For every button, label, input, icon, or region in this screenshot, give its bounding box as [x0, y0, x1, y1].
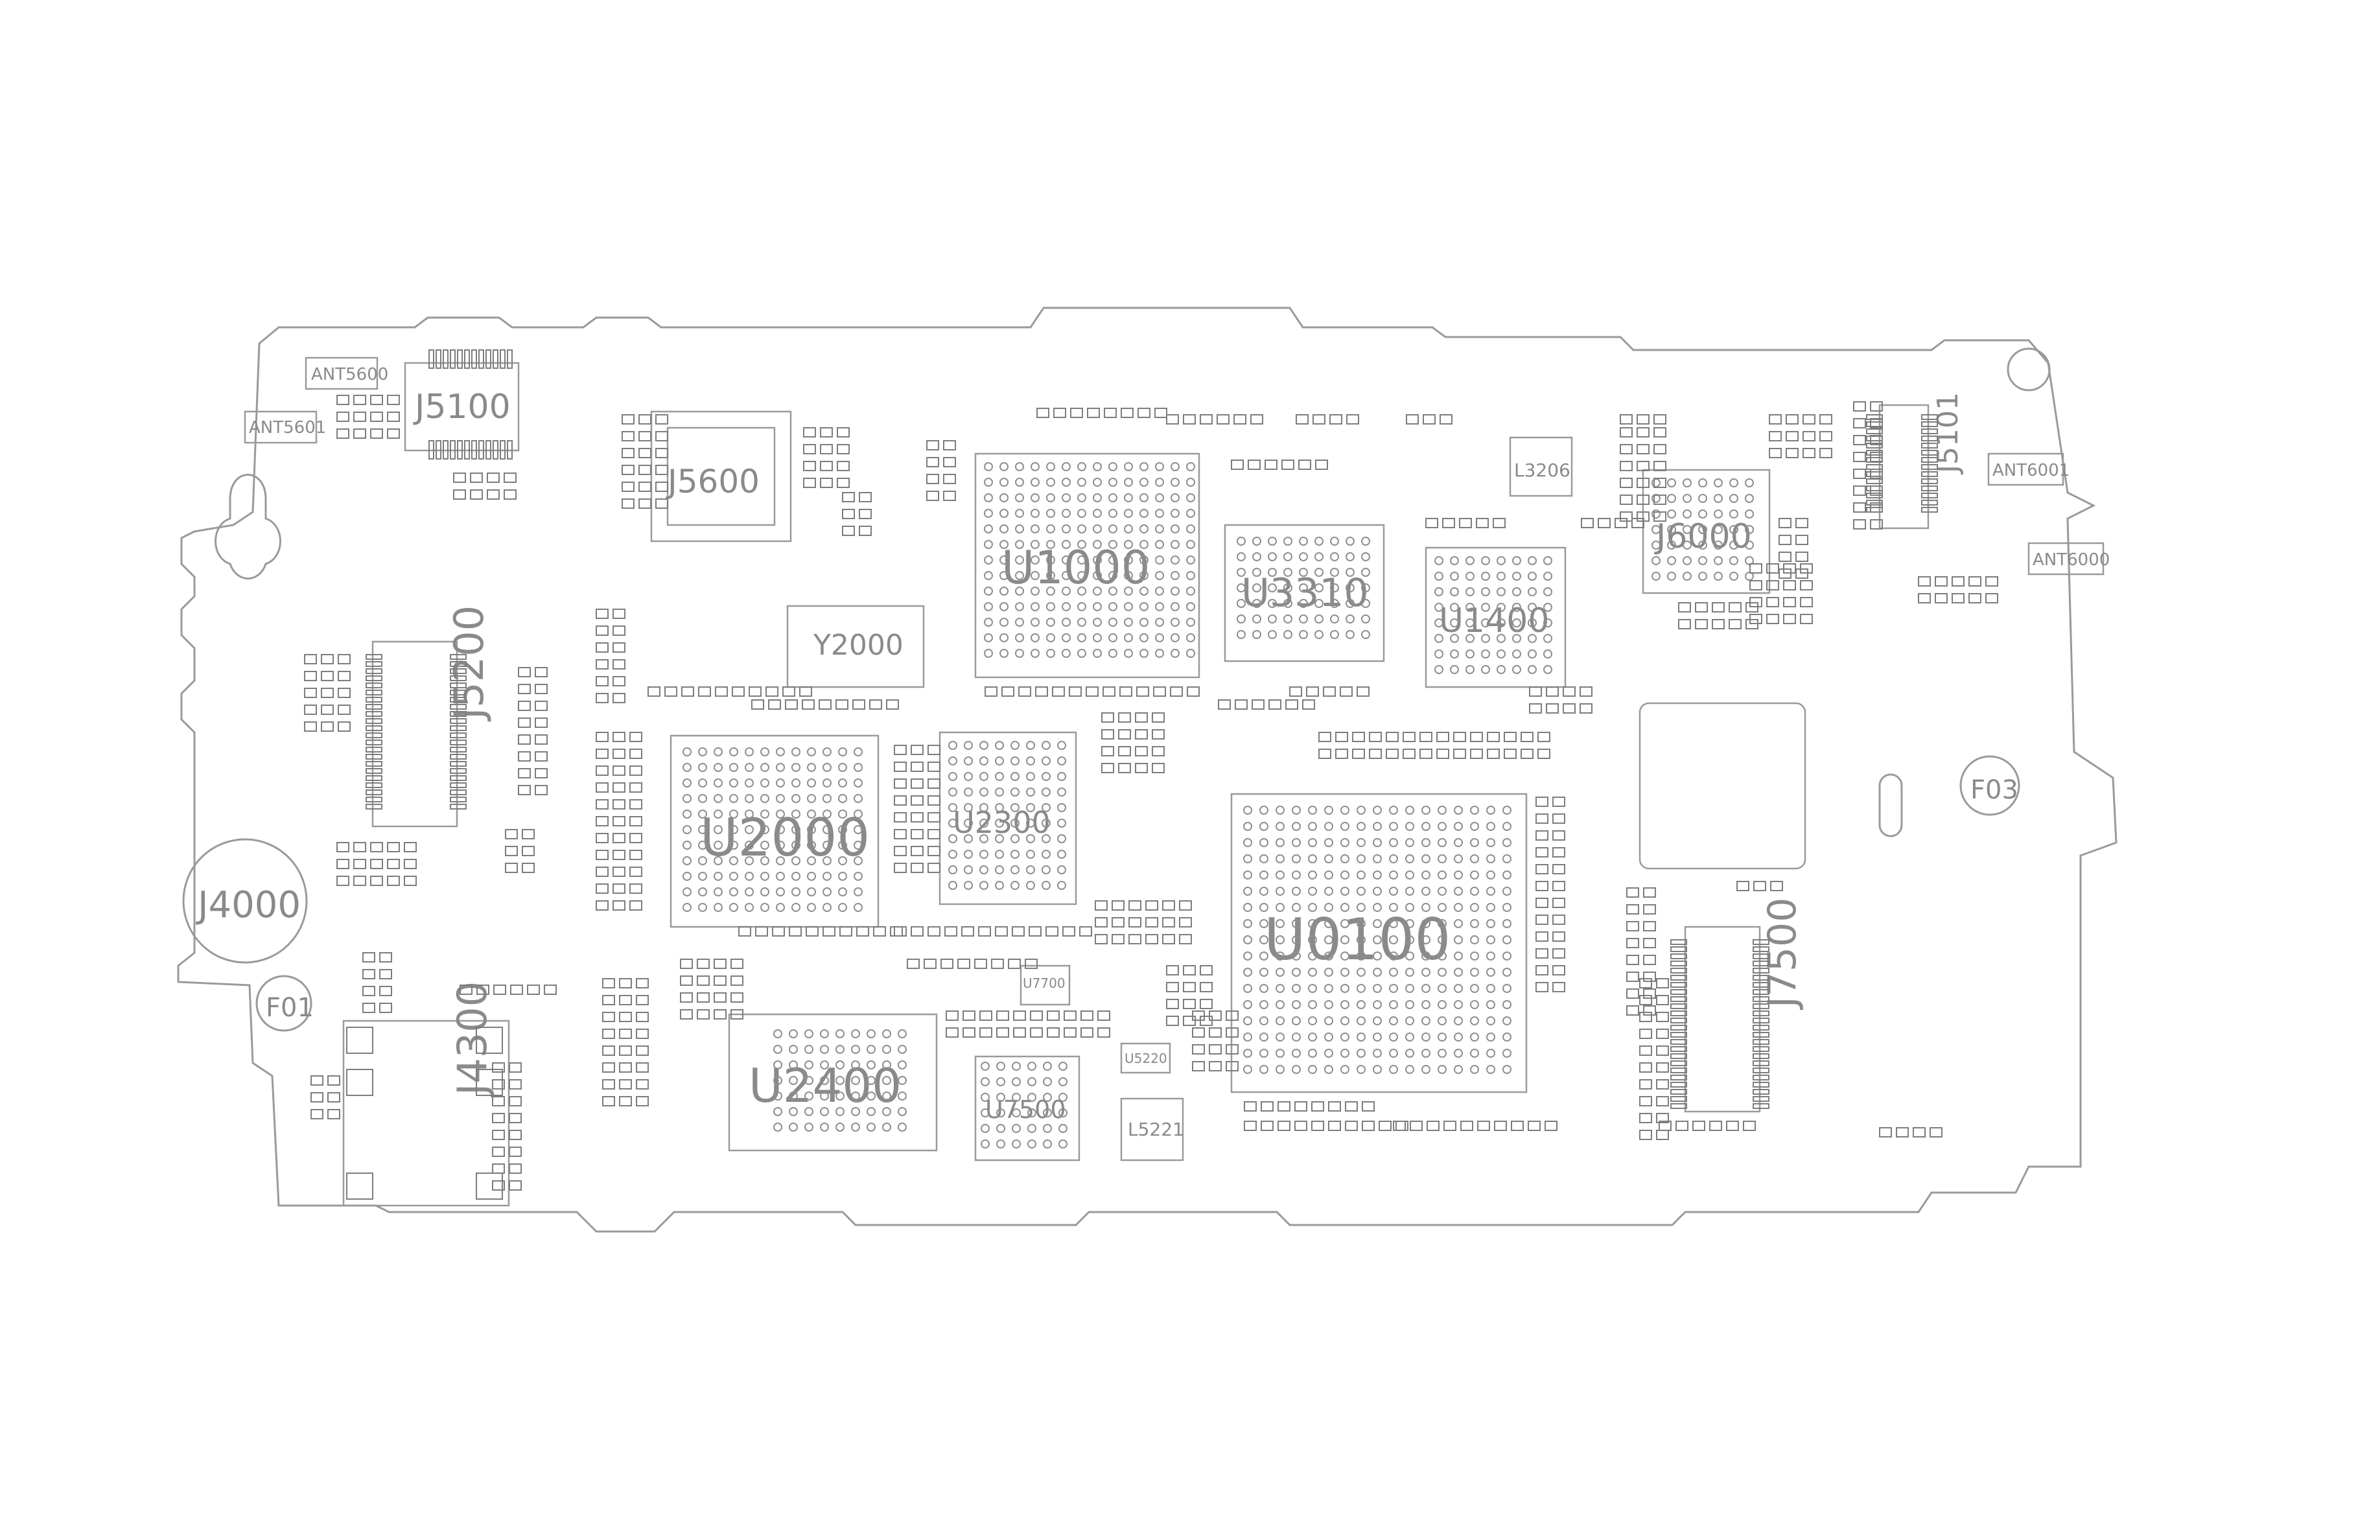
j4000-ring: [182, 838, 308, 964]
j4300-pads: [346, 1027, 503, 1200]
ant6000-label: ANT6000: [2033, 550, 2110, 570]
u2000-label: U2000: [700, 808, 870, 868]
u7700-label: U7700: [1023, 975, 1066, 991]
l5221-body: [1120, 1097, 1184, 1161]
j5100-label: J5100: [413, 388, 511, 426]
u7500-balls: [981, 1062, 1068, 1149]
j5200-body: [371, 640, 458, 828]
j5101-pins: [1866, 414, 1938, 513]
passive-components: [304, 395, 1998, 1191]
j5600-body: [650, 410, 792, 542]
j5100-pins: [428, 349, 513, 460]
j6000-balls: [1651, 478, 1754, 581]
f03-fiducial: [1959, 755, 2020, 816]
ant5600-label: ANT5600: [311, 365, 388, 384]
u3310-body: [1224, 524, 1385, 662]
board-outline: [177, 307, 2118, 1233]
ant6001-box: [1987, 452, 2064, 486]
j5600-label: J5600: [666, 463, 760, 500]
center-slot: [1878, 773, 1903, 837]
j4300-label: J4300: [449, 981, 496, 1098]
f01-label: F01: [266, 993, 314, 1023]
l3206-body: [1509, 436, 1573, 497]
j5200-pins: [366, 654, 467, 810]
u0100-body: [1230, 793, 1528, 1093]
j7500-body: [1684, 926, 1761, 1113]
u1000-body: [974, 452, 1200, 679]
j7500-pins: [1670, 939, 1769, 1109]
ant6001-label: ANT6001: [1992, 461, 2070, 480]
f01-fiducial: [255, 975, 312, 1032]
ant5601-box: [244, 410, 318, 444]
y2000-body: [786, 605, 925, 688]
u1000-label: U1000: [1001, 541, 1150, 594]
u2400-body: [728, 1013, 938, 1152]
u1000-balls: [984, 462, 1195, 658]
u5220-label: U5220: [1125, 1051, 1167, 1066]
mounting-hole-right: [2007, 347, 2051, 391]
f03-label: F03: [1970, 775, 2018, 805]
l3206-label: L3206: [1514, 460, 1570, 481]
u3310-label: U3310: [1241, 570, 1369, 616]
u3310-balls: [1237, 537, 1370, 639]
u2000-balls: [682, 747, 863, 912]
u1400-balls: [1434, 556, 1552, 674]
j6000-body: [1642, 469, 1771, 594]
u2400-label: U2400: [749, 1058, 902, 1113]
u2400-balls: [773, 1029, 907, 1132]
mounting-slot: [215, 474, 281, 579]
l5221-label: L5221: [1128, 1119, 1184, 1140]
u5220-body: [1120, 1042, 1171, 1074]
j4000-label: J4000: [196, 884, 301, 926]
u1400-body: [1425, 546, 1567, 688]
j6000-label: J6000: [1654, 517, 1752, 556]
u2300-balls: [948, 741, 1066, 890]
ant5601-label: ANT5601: [249, 418, 326, 438]
y2000-label: Y2000: [813, 629, 904, 662]
u7700-body: [1020, 964, 1071, 1006]
ant6000-box: [2027, 542, 2105, 576]
u0100-balls: [1243, 806, 1511, 1074]
j5600-inner: [666, 426, 776, 526]
shield-can-chip: [1639, 702, 1806, 870]
j5101-body: [1878, 404, 1930, 530]
ant5600-box: [305, 356, 379, 390]
u7500-body: [974, 1055, 1080, 1161]
